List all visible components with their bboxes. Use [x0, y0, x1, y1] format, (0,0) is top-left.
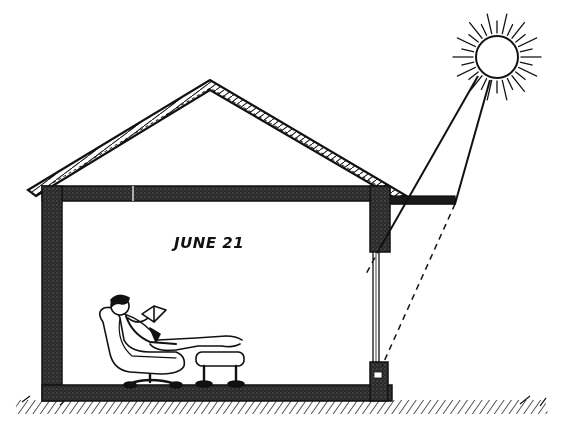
sun-ray — [456, 37, 477, 48]
sun-ray — [468, 21, 483, 39]
sun-ray — [517, 66, 538, 77]
left-wall — [41, 185, 63, 402]
sun-ray — [506, 23, 514, 37]
sun-ray — [517, 37, 538, 48]
sun-ray — [519, 61, 533, 66]
sun-ray — [501, 13, 508, 35]
sun-ray — [486, 13, 493, 35]
sun-ray — [461, 61, 475, 66]
sun-ray — [519, 48, 533, 53]
person-reading-in-recliner — [98, 294, 245, 389]
sun-ray — [515, 71, 526, 81]
sun-ray — [480, 77, 488, 91]
date-label: JUNE 21 — [171, 234, 244, 252]
sun-ray — [501, 79, 508, 101]
sun-ray — [456, 66, 477, 77]
sun-rays — [364, 75, 491, 367]
roof — [26, 78, 408, 200]
sun-ray — [480, 23, 488, 37]
sun-icon — [452, 13, 542, 101]
sun-ray — [468, 33, 479, 43]
sun-ray — [511, 75, 526, 93]
sun-ray — [486, 79, 493, 101]
sun-ray — [515, 33, 526, 43]
sun-ray — [511, 21, 526, 39]
sun-ray — [506, 77, 514, 91]
right-wall-with-window — [369, 185, 391, 402]
floor-slab — [41, 384, 393, 402]
sun-ray — [461, 48, 475, 53]
sun-ray — [468, 71, 479, 81]
